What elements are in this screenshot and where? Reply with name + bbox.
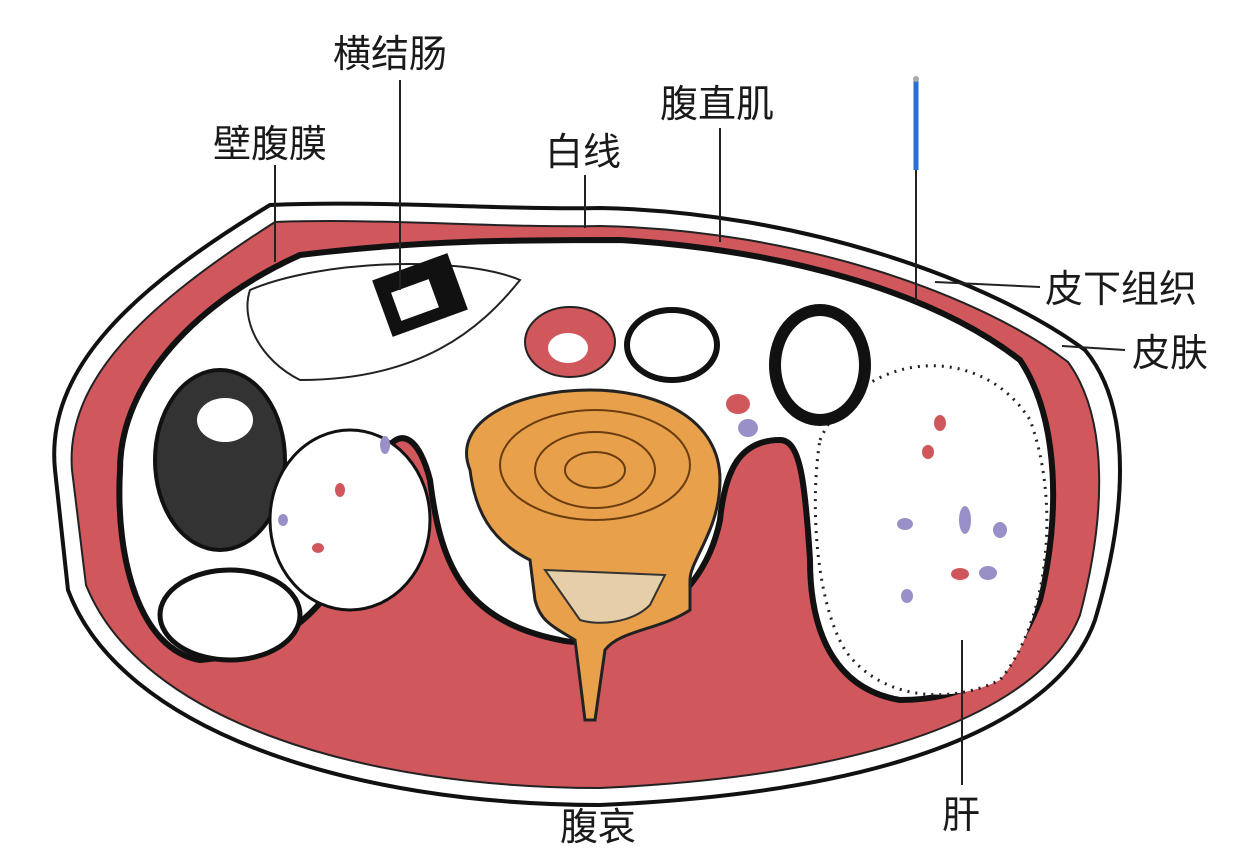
liver — [813, 364, 1049, 697]
label-transverse-colon: 横结肠 — [333, 32, 448, 76]
spinal-canal — [543, 568, 667, 624]
label-subcutaneous-tissue: 皮下组织 — [1045, 267, 1198, 311]
label-fuai: 腹哀 — [560, 805, 637, 849]
left-colon — [153, 368, 287, 552]
liver-vessels — [897, 415, 1007, 603]
label-skin: 皮肤 — [1132, 331, 1209, 375]
label-rectus-abdominis: 腹直肌 — [660, 82, 775, 126]
vertebral-body — [465, 388, 722, 722]
label-linea-alba: 白线 — [545, 130, 622, 174]
acupuncture-needle — [913, 76, 919, 302]
leader-lines — [274, 80, 1126, 785]
label-parietal-peritoneum: 壁腹膜 — [213, 122, 328, 166]
small-intestine — [268, 428, 432, 612]
label-liver: 肝 — [942, 793, 981, 837]
right-colon — [769, 304, 871, 426]
